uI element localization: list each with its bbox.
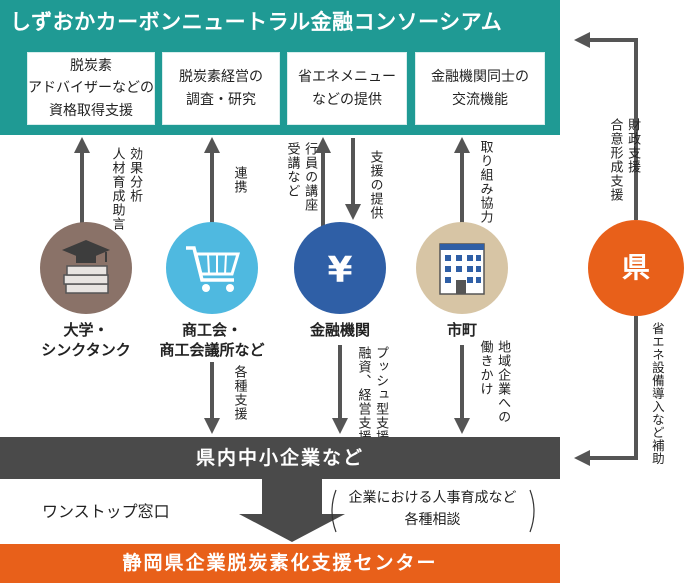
bank-circle: ¥ [294, 222, 386, 314]
chamber-circle [166, 222, 258, 314]
university-circle [40, 222, 132, 314]
flow-label-chamber-down: 各種支援 [231, 365, 247, 421]
flow-label-city-sme: 地域企業への 働きかけ [477, 340, 511, 424]
flow-label-bank-sme: プッシュ型支援 融資、経営支援 [355, 346, 389, 444]
support-center-label: 静岡県企業脱炭素化支援センター [122, 552, 438, 574]
function-energy-saving-menu: 省エネメニュー などの提供 [287, 52, 407, 125]
support-center-band [0, 544, 560, 583]
yen-icon: ¥ [327, 250, 352, 291]
university-label: 大学・ シンクタンク [41, 321, 131, 360]
flow-label-pref-consortium: 財政支援 合意形成支援 [607, 118, 641, 202]
flow-label-univ: 効果分析 人材育成助言 [109, 147, 143, 231]
onestop-label: ワンストップ窓口 [42, 502, 170, 521]
shopping-cart-icon [186, 246, 241, 292]
arrow-sme-to-center [239, 479, 345, 542]
city-label: 市町 [446, 321, 477, 339]
flow-label-pref-sme: 省エネ設備導入など補助 [649, 322, 665, 465]
bank-label: 金融機関 [309, 321, 370, 339]
consult-bracket-right [529, 489, 535, 533]
sme-band [0, 437, 560, 479]
function-bank-exchange: 金融機関同士の 交流機能 [415, 52, 545, 125]
function-qualification-support: 脱炭素 アドバイザーなどの 資格取得支援 [27, 52, 155, 125]
sme-label: 県内中小企業など [195, 447, 364, 469]
flow-label-bank-up: 行員の講座 受講など [284, 142, 318, 212]
flow-label-city-up: 取り組み協力 [477, 140, 493, 224]
flow-label-bank-down: 支援の提供 [367, 150, 383, 220]
svg-text:¥: ¥ [327, 250, 352, 291]
chamber-label: 商工会・ 商工会議所など [159, 321, 265, 360]
consultation-label: 企業における人事育成など 各種相談 [348, 490, 517, 529]
function-research: 脱炭素経営の 調査・研究 [162, 52, 280, 125]
prefecture-label: 県 [621, 251, 650, 284]
arrow-pref-to-consortium [574, 32, 638, 220]
graduation-cap-books-icon [62, 240, 110, 294]
prefecture-circle [588, 220, 684, 316]
consult-bracket-left [331, 489, 337, 533]
city-circle [416, 222, 508, 314]
consortium-title: しずおかカーボンニュートラル金融コンソーシアム [10, 10, 503, 34]
arrow-pref-to-sme [574, 316, 638, 466]
flow-label-chamber-up: 連携 [231, 166, 247, 194]
building-icon [439, 243, 485, 295]
